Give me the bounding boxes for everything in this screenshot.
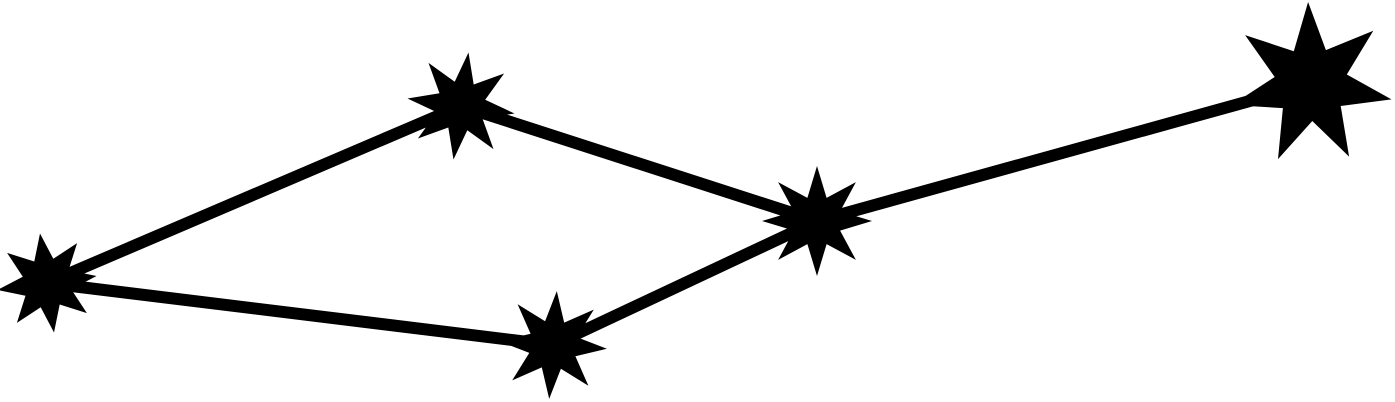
edge-left-to-lower-middle [41, 277, 559, 351]
edge-left-to-upper-middle [41, 100, 467, 289]
edge-upper-middle-to-center-right [455, 100, 823, 227]
edge-lower-middle-to-center-right [547, 215, 823, 351]
star-node-center-right eight-point-star-icon [762, 166, 872, 276]
edge-center-right-to-far-right [811, 78, 1317, 227]
star-node-left eight-point-star-icon [0, 233, 97, 333]
edges-layer [41, 78, 1317, 351]
star-node-upper-middle eight-point-star-icon [407, 52, 515, 160]
star-node-lower-middle eight-point-star-icon [499, 291, 607, 399]
star-node-far-right seven-point-star-icon [1231, 2, 1392, 160]
